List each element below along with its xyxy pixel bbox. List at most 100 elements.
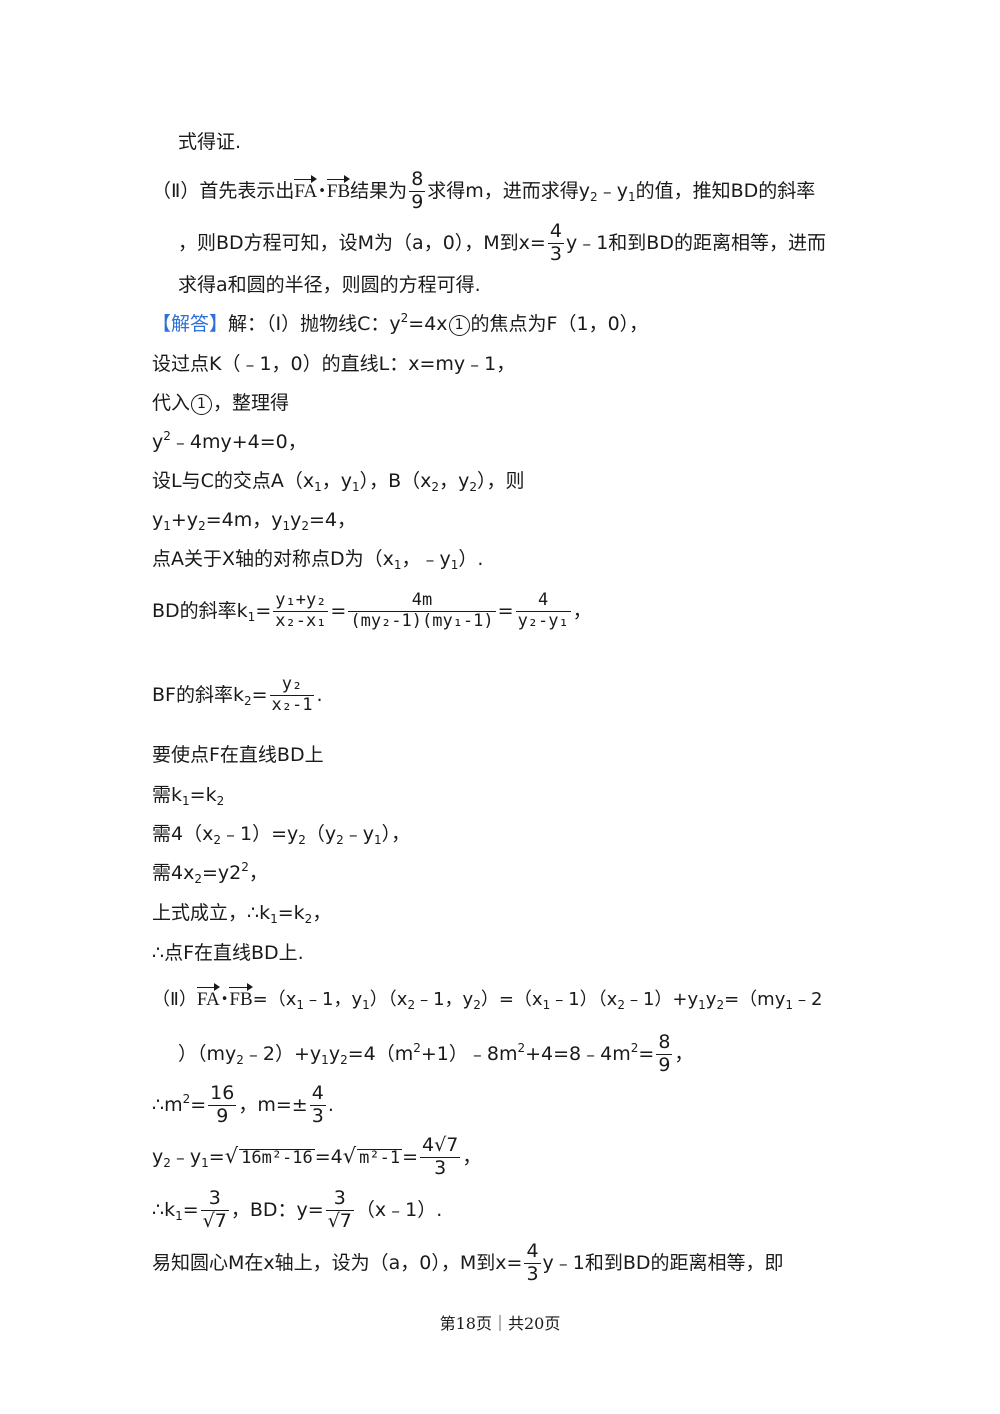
subscript: 1 — [698, 998, 706, 1012]
circled-number: 1 — [448, 315, 470, 336]
subscript: 2 — [431, 480, 440, 494]
denominator: 9 — [658, 1053, 671, 1076]
vector-fb: FB — [229, 983, 253, 1010]
text-line: y1+y2=4m，y1y2=4， — [152, 509, 357, 533]
text: = — [190, 1093, 207, 1116]
text: y — [328, 1042, 341, 1065]
numerator: y₁+y₂ — [273, 590, 329, 612]
denominator: √7 — [327, 1209, 352, 1232]
text: =4， — [309, 509, 357, 531]
text: ）， — [381, 823, 411, 845]
subscript: 2 — [243, 693, 252, 708]
text: = — [251, 683, 268, 706]
text-line: 式得证. — [178, 133, 241, 152]
subscript: 1 — [321, 1052, 329, 1067]
text: 需k — [152, 784, 183, 806]
fraction: 3√7 — [200, 1188, 229, 1232]
text: （y — [305, 823, 337, 845]
numerator: 8 — [656, 1031, 673, 1055]
text-line: 上式成立，∴k1=k2， — [152, 902, 331, 926]
subscript: 2 — [304, 912, 313, 926]
text: ﹣1，y — [415, 989, 474, 1010]
page-footer: 第18页｜共20页 — [439, 1314, 561, 1333]
text: = — [182, 1198, 199, 1221]
numerator: 4 — [309, 1082, 326, 1106]
text: ，整理得 — [213, 392, 290, 414]
text: =4（m — [347, 1042, 414, 1065]
numerator: 3 — [200, 1188, 229, 1211]
subscript: 2 — [163, 1155, 171, 1170]
text: +4=8﹣4m — [525, 1042, 631, 1065]
text: +y — [170, 509, 199, 531]
text: ∴m — [152, 1093, 183, 1116]
subscript: 1 — [182, 794, 190, 808]
text-line: 求得a和圆的半径，则圆的方程可得. — [178, 276, 481, 295]
text-line: y2﹣4my+4=0， — [152, 430, 307, 453]
text: 易知圆心M在x轴上，设为（a，0），M到x= — [152, 1251, 523, 1274]
text: ）（my — [178, 1042, 237, 1065]
text-line: ∴点F在直线BD上. — [152, 944, 304, 963]
text: =（my — [724, 989, 786, 1010]
text: ﹣y — [597, 179, 628, 202]
numerator: y₂ — [269, 675, 315, 696]
text: 的焦点为F（1，0）， — [470, 313, 649, 335]
vector-fb: FB — [326, 174, 351, 202]
subscript: 2 — [716, 998, 725, 1012]
superscript: 2 — [163, 429, 171, 443]
denominator: x₂-1 — [271, 694, 313, 715]
text-line: 设过点K（﹣1，0）的直线L：x=my﹣1， — [152, 355, 515, 374]
subscript: 1 — [270, 912, 278, 926]
subscript: 2 — [590, 189, 598, 204]
fraction: 4m(my₂-1)(my₁-1) — [348, 591, 496, 631]
subscript: 2 — [473, 998, 481, 1012]
text: 点A关于X轴的对称点D为（x — [152, 548, 394, 570]
subscript: 2 — [340, 1052, 348, 1067]
text: ，y — [321, 470, 352, 492]
text: 上式成立，∴k — [152, 902, 271, 924]
numerator: 4m — [348, 591, 496, 612]
subscript: 1 — [296, 998, 305, 1012]
text: ﹣4my+4=0， — [170, 431, 307, 453]
text: 解：（Ⅰ）抛物线C：y — [228, 313, 401, 335]
text: ﹣y — [170, 1145, 202, 1168]
text: =（x — [252, 989, 297, 1010]
text: ）. — [458, 548, 484, 570]
subscript: 2 — [194, 872, 202, 886]
denominator: 9 — [216, 1104, 229, 1127]
denominator: (my₂-1)(my₁-1) — [350, 610, 494, 631]
numerator: 8 — [409, 168, 426, 192]
text: 的值，推知BD的斜率 — [635, 179, 816, 202]
text: . — [327, 1093, 334, 1116]
superscript: 2 — [241, 860, 249, 874]
text-line: 需k1=k2 — [152, 784, 224, 808]
text: ﹣2 — [793, 989, 823, 1010]
text: ﹣1）=y — [220, 823, 299, 845]
text: ），B（x — [359, 470, 432, 492]
text: 需4（x — [152, 823, 214, 845]
sqrt-icon: √ — [224, 1143, 239, 1168]
vector-fa: FA — [294, 174, 318, 202]
text: ∴点F在直线BD上. — [152, 942, 304, 964]
superscript: 2 — [630, 1040, 639, 1055]
subscript: 2 — [198, 519, 206, 533]
text: 要使点F在直线BD上 — [152, 744, 324, 766]
answer-tag: 【解答】 — [152, 313, 229, 335]
text-line: 需4x2=y22， — [152, 861, 268, 886]
text: ），则 — [476, 470, 525, 492]
text: ， — [248, 862, 268, 884]
subscript: 1 — [247, 609, 256, 624]
text: ﹣2）+y — [243, 1042, 322, 1065]
text: +1）﹣8m — [420, 1042, 518, 1065]
subscript: 2 — [298, 833, 306, 847]
